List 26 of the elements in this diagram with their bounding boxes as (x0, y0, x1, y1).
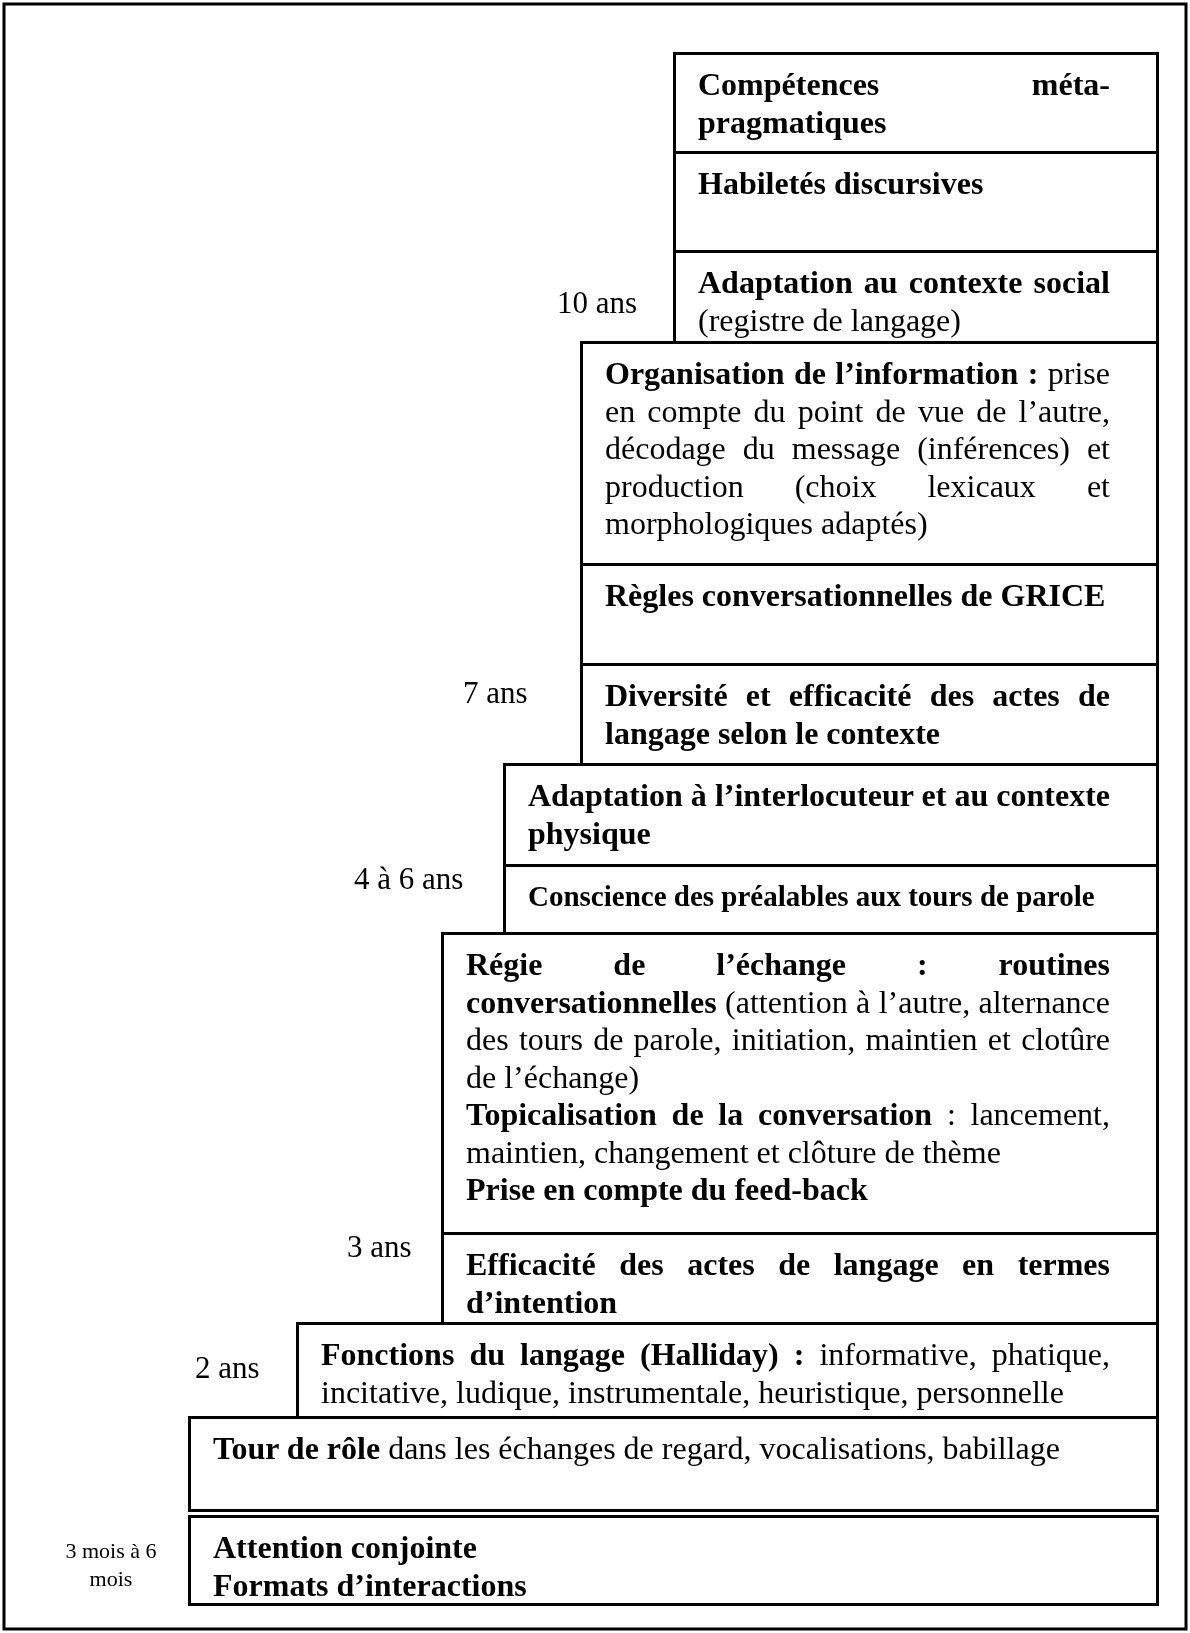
stage-text: Adaptation à l’interlocuteur et au contexte physique (528, 777, 1110, 852)
stage-text: Fonctions du langage (Halliday) : informative, phatique, incitative, ludique, instrumentale, heuristique, personnelle (321, 1336, 1110, 1411)
stage-text: Conscience des préalables aux tours de parole (528, 879, 1096, 914)
stage-text: Adaptation au contexte social (registre de langage) (698, 264, 1110, 339)
stage-text: Organisation de l’information : prise en compte du point de vue de l’autre, décodage du message (inférences) et production (choix lexicaux et morphologiques adaptés) (605, 355, 1110, 543)
stage-text: Efficacité des actes de langage en termes d’intention (466, 1246, 1110, 1321)
age-label: 4 à 6 ans (354, 860, 465, 897)
stage-box (188, 1515, 1159, 1606)
stage-text: Topicalisation de la conversation : lancement, maintien, changement et clôture de thème (466, 1096, 1110, 1171)
age-label: 7 ans (463, 674, 529, 711)
stage-text: Tour de rôle dans les échanges de regard, vocalisations, babillage (213, 1430, 1061, 1468)
age-label: 3 ans (347, 1228, 413, 1265)
stage-text: Attention conjointe (213, 1529, 478, 1567)
stage-text: Prise en compte du feed-back (466, 1171, 869, 1209)
age-label: 3 mois à 6 mois (64, 1537, 158, 1593)
stage-box (503, 864, 1159, 935)
stage-text: Régie de l’échange : routines conversationnelles (attention à l’autre, alternance des tours de parole, initiation, maintien et clotûre de l’échange) (466, 946, 1110, 1096)
age-label: 10 ans (557, 284, 639, 321)
stage-box (673, 250, 1159, 344)
age-label: 2 ans (195, 1349, 261, 1386)
stage-box (188, 1416, 1159, 1512)
stage-text: Règles conversationnelles de GRICE (605, 577, 1107, 615)
stage-text: Habiletés discursives (698, 165, 985, 203)
stage-text: Diversité et efficacité des actes de langage selon le contexte (605, 677, 1110, 752)
stage-text: Compétences méta-pragmatiques (698, 66, 1110, 141)
stage-text: Formats d’interactions (213, 1566, 528, 1604)
